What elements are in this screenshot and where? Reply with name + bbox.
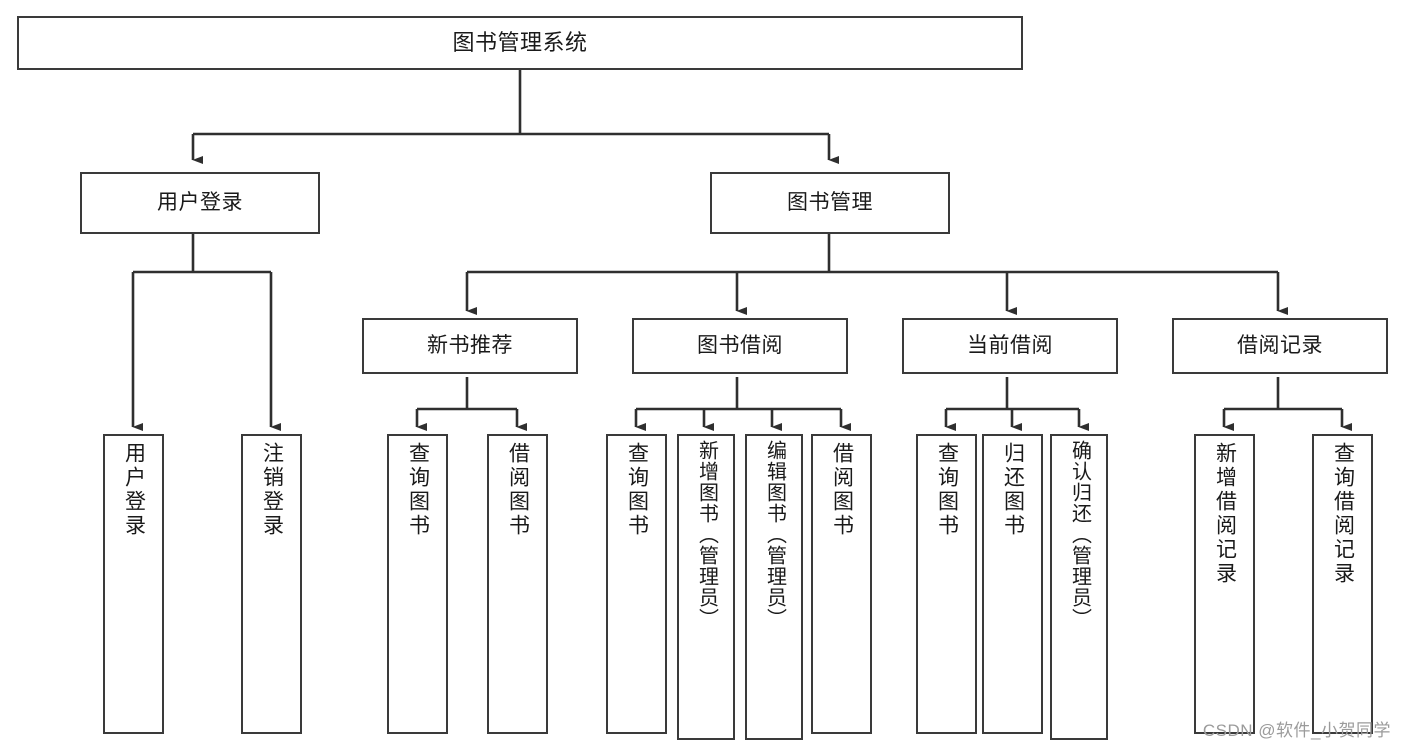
leaf-borrow-add-book-admin-label: 新增图书（管理员） <box>695 440 718 629</box>
leaf-current-query-book[interactable]: 查询图书 <box>916 434 977 734</box>
leaf-user-login[interactable]: 用户登录 <box>103 434 164 734</box>
leaf-record-add-record-label: 新增借阅记录 <box>1213 442 1237 586</box>
leaf-borrow-lend-book[interactable]: 借阅图书 <box>811 434 872 734</box>
node-current-borrowing-label: 当前借阅 <box>967 333 1053 357</box>
leaf-user-login-label: 用户登录 <box>122 442 146 538</box>
node-root[interactable]: 图书管理系统 <box>17 16 1023 70</box>
leaf-newbook-borrow-book-label: 借阅图书 <box>506 442 530 538</box>
leaf-record-query-record-label: 查询借阅记录 <box>1331 442 1355 586</box>
node-new-book-recommend-label: 新书推荐 <box>427 333 513 357</box>
leaf-user-logout[interactable]: 注销登录 <box>241 434 302 734</box>
node-current-borrowing[interactable]: 当前借阅 <box>902 318 1118 374</box>
leaf-newbook-borrow-book[interactable]: 借阅图书 <box>487 434 548 734</box>
leaf-record-add-record[interactable]: 新增借阅记录 <box>1194 434 1255 734</box>
leaf-current-confirm-return-admin-label: 确认归还（管理员） <box>1068 440 1091 629</box>
node-borrow-record-label: 借阅记录 <box>1237 333 1323 357</box>
leaf-newbook-query-book[interactable]: 查询图书 <box>387 434 448 734</box>
leaf-newbook-query-book-label: 查询图书 <box>406 442 430 538</box>
leaf-current-return-book[interactable]: 归还图书 <box>982 434 1043 734</box>
watermark-text: CSDN @软件_小贺同学 <box>1202 721 1391 740</box>
leaf-user-logout-label: 注销登录 <box>260 442 284 538</box>
leaf-current-return-book-label: 归还图书 <box>1001 442 1025 538</box>
leaf-borrow-edit-book-admin[interactable]: 编辑图书（管理员） <box>745 434 803 740</box>
leaf-borrow-add-book-admin[interactable]: 新增图书（管理员） <box>677 434 735 740</box>
node-root-label: 图书管理系统 <box>452 30 588 56</box>
leaf-current-confirm-return-admin[interactable]: 确认归还（管理员） <box>1050 434 1108 740</box>
node-book-management-label: 图书管理 <box>787 190 873 214</box>
node-borrow-record[interactable]: 借阅记录 <box>1172 318 1388 374</box>
node-user-login[interactable]: 用户登录 <box>80 172 320 234</box>
leaf-borrow-query-book-label: 查询图书 <box>625 442 649 538</box>
leaf-borrow-query-book[interactable]: 查询图书 <box>606 434 667 734</box>
leaf-borrow-edit-book-admin-label: 编辑图书（管理员） <box>763 440 786 629</box>
leaf-borrow-lend-book-label: 借阅图书 <box>830 442 854 538</box>
node-user-login-label: 用户登录 <box>157 190 243 214</box>
leaf-record-query-record[interactable]: 查询借阅记录 <box>1312 434 1373 734</box>
node-book-borrowing-label: 图书借阅 <box>697 333 783 357</box>
node-new-book-recommend[interactable]: 新书推荐 <box>362 318 578 374</box>
leaf-current-query-book-label: 查询图书 <box>935 442 959 538</box>
node-book-management[interactable]: 图书管理 <box>710 172 950 234</box>
node-book-borrowing[interactable]: 图书借阅 <box>632 318 848 374</box>
